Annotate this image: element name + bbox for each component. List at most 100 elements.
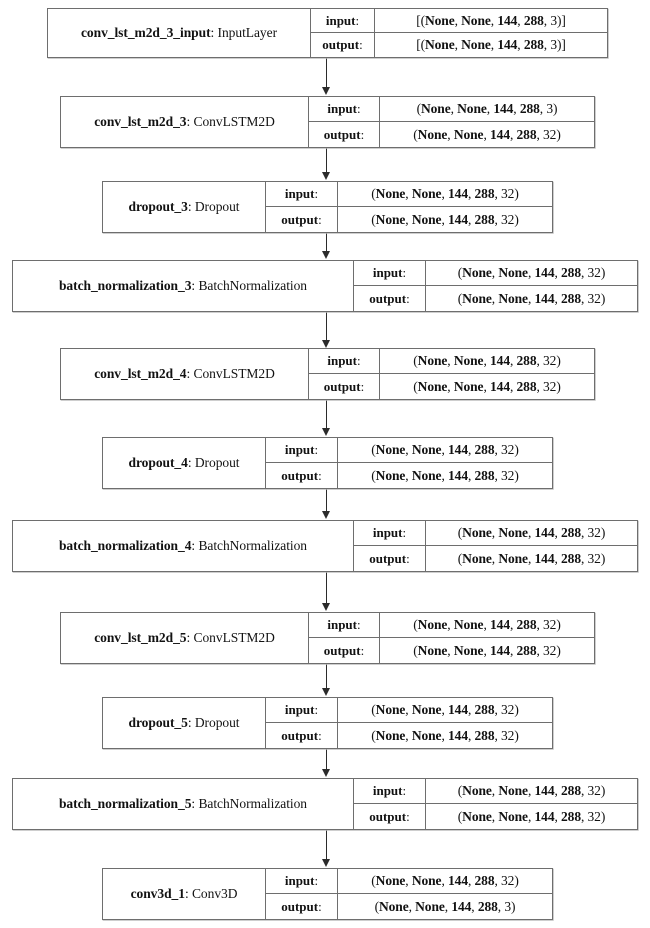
node-name-cell: batch_normalization_5: BatchNormalizatio… <box>13 779 354 829</box>
node-output-shape-cell: [(None, None, 144, 288, 3)] <box>375 33 607 57</box>
node-input-label-cell: input: <box>311 9 374 33</box>
edge-dropout4-to-batchnorm4 <box>325 489 328 512</box>
arrowhead-convlstm4-to-dropout4 <box>321 428 330 436</box>
node-io-labels: input: output: <box>266 698 338 748</box>
node-conv-lst-m2d-3[interactable]: conv_lst_m2d_3: ConvLSTM2D input: output… <box>60 96 595 148</box>
node-input-shape-cell: (None, None, 144, 288, 3) <box>380 97 594 122</box>
node-title: batch_normalization_4: BatchNormalizatio… <box>58 538 308 553</box>
node-shape-values: (None, None, 144, 288, 32) (None, None, … <box>380 349 594 399</box>
node-dropout-4[interactable]: dropout_4: Dropout input: output: (None,… <box>102 437 553 489</box>
output-shape: (None, None, 144, 288, 3) <box>374 898 516 914</box>
output-label: output: <box>369 290 410 306</box>
node-title: dropout_5: Dropout <box>128 715 240 730</box>
input-shape: (None, None, 144, 288, 32) <box>457 783 606 798</box>
node-name-cell: conv_lst_m2d_5: ConvLSTM2D <box>61 613 309 663</box>
node-output-shape-cell: (None, None, 144, 288, 32) <box>426 804 637 829</box>
node-conv-lst-m2d-3-input[interactable]: conv_lst_m2d_3_input: InputLayer input: … <box>47 8 608 58</box>
node-output-shape-cell: (None, None, 144, 288, 32) <box>338 207 552 232</box>
output-label: output: <box>369 808 410 824</box>
input-shape: (None, None, 144, 288, 32) <box>371 442 519 457</box>
node-title: conv_lst_m2d_4: ConvLSTM2D <box>94 366 275 381</box>
input-shape: (None, None, 144, 288, 32) <box>457 525 606 540</box>
output-shape: (None, None, 144, 288, 32) <box>371 211 519 227</box>
node-io-labels: input: output: <box>354 261 426 311</box>
node-shape-values: [(None, None, 144, 288, 3)] [(None, None… <box>375 9 607 57</box>
node-output-shape-cell: (None, None, 144, 288, 32) <box>380 374 594 399</box>
node-output-label-cell: output: <box>311 33 374 57</box>
node-output-label-cell: output: <box>309 374 379 399</box>
output-shape: (None, None, 144, 288, 32) <box>457 808 606 824</box>
input-label: input: <box>284 873 319 888</box>
node-title: conv3d_1: Conv3D <box>130 886 238 901</box>
input-shape: (None, None, 144, 288, 3) <box>416 101 558 116</box>
node-output-label-cell: output: <box>354 546 425 571</box>
arrowhead-convlstm3-to-dropout3 <box>321 172 330 180</box>
node-name-cell: batch_normalization_3: BatchNormalizatio… <box>13 261 354 311</box>
arrowhead-batchnorm5-to-conv3d1 <box>321 859 330 867</box>
node-batch-normalization-3[interactable]: batch_normalization_3: BatchNormalizatio… <box>12 260 638 312</box>
node-conv3d-1[interactable]: conv3d_1: Conv3D input: output: (None, N… <box>102 868 553 920</box>
node-io-labels: input: output: <box>311 9 375 57</box>
edge-dropout5-to-batchnorm5 <box>325 749 328 770</box>
arrowhead-input-to-convlstm3 <box>321 87 330 95</box>
input-label: input: <box>372 265 407 280</box>
node-io-labels: input: output: <box>309 349 380 399</box>
edge-input-to-convlstm3 <box>325 58 328 88</box>
input-shape: (None, None, 144, 288, 32) <box>371 702 519 717</box>
edge-batchnorm5-to-conv3d1 <box>325 830 328 860</box>
node-output-shape-cell: (None, None, 144, 288, 32) <box>426 286 637 311</box>
node-batch-normalization-4[interactable]: batch_normalization_4: BatchNormalizatio… <box>12 520 638 572</box>
input-shape: (None, None, 144, 288, 32) <box>371 873 519 888</box>
edge-dropout3-to-batchnorm3 <box>325 233 328 252</box>
node-title: conv_lst_m2d_3_input: InputLayer <box>80 25 278 40</box>
node-title: batch_normalization_3: BatchNormalizatio… <box>58 278 308 293</box>
node-title: batch_normalization_5: BatchNormalizatio… <box>58 796 308 811</box>
node-input-label-cell: input: <box>266 438 337 463</box>
input-label: input: <box>325 12 360 28</box>
node-input-label-cell: input: <box>354 521 425 546</box>
node-output-label-cell: output: <box>266 894 337 919</box>
input-shape: [(None, None, 144, 288, 3)] <box>416 12 566 28</box>
arrowhead-batchnorm4-to-convlstm5 <box>321 603 330 611</box>
edge-batchnorm4-to-convlstm5 <box>325 572 328 604</box>
node-shape-values: (None, None, 144, 288, 32) (None, None, … <box>426 261 637 311</box>
output-shape: (None, None, 144, 288, 32) <box>413 642 561 658</box>
node-name-cell: conv3d_1: Conv3D <box>103 869 266 919</box>
node-input-label-cell: input: <box>354 261 425 286</box>
node-title: conv_lst_m2d_3: ConvLSTM2D <box>94 114 275 129</box>
node-input-label-cell: input: <box>309 349 379 374</box>
output-shape: (None, None, 144, 288, 32) <box>371 727 519 743</box>
node-dropout-5[interactable]: dropout_5: Dropout input: output: (None,… <box>102 697 553 749</box>
node-title: dropout_4: Dropout <box>128 455 240 470</box>
node-input-label-cell: input: <box>266 869 337 894</box>
output-shape: [(None, None, 144, 288, 3)] <box>416 37 566 52</box>
node-output-shape-cell: (None, None, 144, 288, 32) <box>380 122 594 147</box>
node-output-label-cell: output: <box>266 723 337 748</box>
node-output-label-cell: output: <box>309 638 379 663</box>
node-dropout-3[interactable]: dropout_3: Dropout input: output: (None,… <box>102 181 553 233</box>
node-io-labels: input: output: <box>266 869 338 919</box>
input-shape: (None, None, 144, 288, 32) <box>457 265 606 280</box>
input-label: input: <box>372 783 407 798</box>
node-output-shape-cell: (None, None, 144, 288, 3) <box>338 894 552 919</box>
node-input-label-cell: input: <box>354 779 425 804</box>
input-shape: (None, None, 144, 288, 32) <box>413 617 561 632</box>
output-shape: (None, None, 144, 288, 32) <box>457 550 606 566</box>
node-input-label-cell: input: <box>266 182 337 207</box>
input-label: input: <box>372 525 407 540</box>
node-input-label-cell: input: <box>266 698 337 723</box>
node-input-shape-cell: (None, None, 144, 288, 32) <box>338 869 552 894</box>
node-shape-values: (None, None, 144, 288, 32) (None, None, … <box>338 869 552 919</box>
node-shape-values: (None, None, 144, 288, 32) (None, None, … <box>338 438 552 488</box>
node-conv-lst-m2d-4[interactable]: conv_lst_m2d_4: ConvLSTM2D input: output… <box>60 348 595 400</box>
node-name-cell: conv_lst_m2d_3_input: InputLayer <box>48 9 311 57</box>
node-conv-lst-m2d-5[interactable]: conv_lst_m2d_5: ConvLSTM2D input: output… <box>60 612 595 664</box>
node-shape-values: (None, None, 144, 288, 32) (None, None, … <box>338 698 552 748</box>
node-output-label-cell: output: <box>309 122 379 147</box>
node-name-cell: batch_normalization_4: BatchNormalizatio… <box>13 521 354 571</box>
node-input-shape-cell: (None, None, 144, 288, 32) <box>380 349 594 374</box>
node-batch-normalization-5[interactable]: batch_normalization_5: BatchNormalizatio… <box>12 778 638 830</box>
node-shape-values: (None, None, 144, 288, 32) (None, None, … <box>380 613 594 663</box>
node-input-shape-cell: (None, None, 144, 288, 32) <box>338 182 552 207</box>
node-io-labels: input: output: <box>354 521 426 571</box>
